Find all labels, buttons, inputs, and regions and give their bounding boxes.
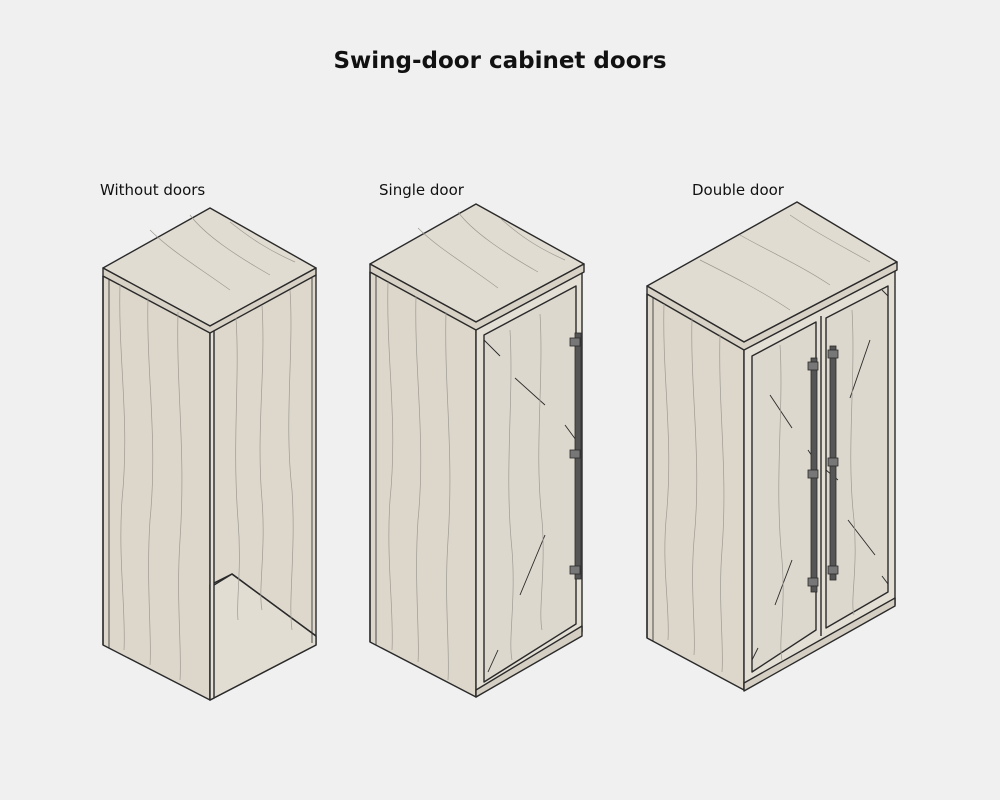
cabinet-3-left-door-glass <box>751 321 817 673</box>
cabinet-single-door <box>369 203 585 698</box>
label-single-door: Single door <box>379 181 464 199</box>
cabinet-2-left-side <box>369 271 477 698</box>
cabinet-double-door <box>646 201 898 692</box>
cabinet-3-left-side <box>646 293 745 691</box>
label-double-door: Double door <box>692 181 784 199</box>
cabinet-1-left-side <box>102 275 211 701</box>
cabinet-without-doors <box>102 207 317 701</box>
cabinet-1-grain <box>119 214 296 681</box>
cabinet-2-glass-panel <box>483 285 577 683</box>
page-title: Swing-door cabinet doors <box>333 48 667 74</box>
cabinet-2-handle <box>569 332 582 580</box>
cabinet-3-grain <box>663 214 871 673</box>
cabinet-3-handles <box>807 345 839 593</box>
cabinet-2-plinth <box>475 625 583 698</box>
cabinet-3-right-door-glass <box>825 285 889 629</box>
cabinet-3-plinth <box>743 597 896 692</box>
cabinet-2-grain <box>387 211 566 681</box>
label-without-doors: Without doors <box>100 181 206 199</box>
cabinet-1-right-edge <box>209 327 215 701</box>
